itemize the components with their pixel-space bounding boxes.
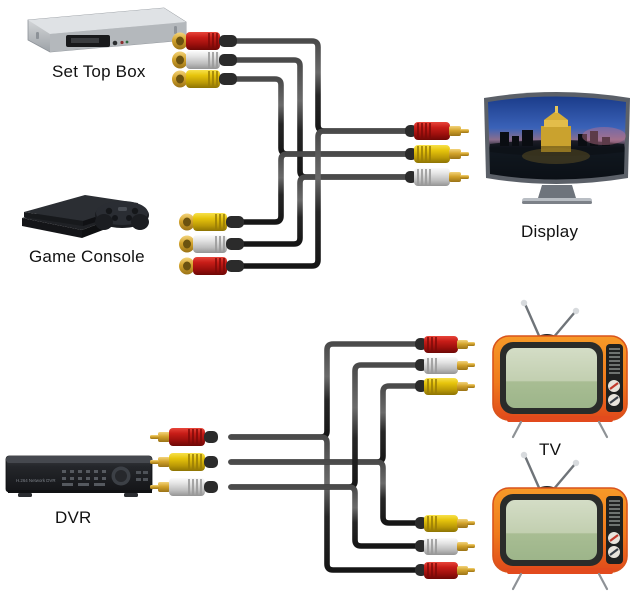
cable-console-yellow: [240, 151, 415, 225]
connector-console-yellow: [179, 213, 244, 231]
cable-dvr-yellow-down: [228, 459, 425, 526]
stb-connectors: [172, 32, 237, 88]
label-tv: TV: [539, 440, 562, 459]
connector-stb-white: [172, 51, 237, 69]
connector-dvr-yellow: [150, 453, 218, 471]
connector-dvr-red: [150, 428, 218, 446]
connector-console-white: [179, 235, 244, 253]
connector-display-red: [405, 122, 469, 140]
label-display: Display: [521, 222, 579, 241]
display-connectors: [405, 122, 469, 186]
connector-display-yellow: [405, 145, 469, 163]
tv-device-top: [492, 299, 628, 439]
cable-console-red: [240, 128, 415, 269]
tv-bottom-connectors: [415, 515, 475, 579]
connector-console-red: [179, 257, 244, 275]
connector-stb-red: [172, 32, 237, 50]
connector-tvtop-white: [415, 357, 475, 374]
console-connectors: [179, 213, 244, 275]
tv-device-bottom: [492, 451, 628, 591]
dvr-device: H.264 Network DVR: [5, 455, 153, 497]
dvr-connectors: [150, 428, 218, 496]
set-top-box-device: [27, 7, 187, 53]
label-dvr: DVR: [55, 508, 92, 527]
connector-tvtop-yellow: [415, 378, 475, 395]
connector-stb-yellow: [172, 70, 237, 88]
label-game-console: Game Console: [29, 247, 145, 266]
label-set-top-box: Set Top Box: [52, 62, 146, 81]
display-device: [484, 92, 630, 204]
svg-text:H.264 Network DVR: H.264 Network DVR: [16, 478, 56, 483]
game-console-device: [22, 195, 149, 238]
connector-display-white: [405, 168, 469, 186]
connector-tvbot-white: [415, 538, 475, 555]
cable-console-white: [240, 174, 415, 247]
cable-dvr-red-down: [228, 434, 425, 573]
connector-dvr-white: [150, 478, 218, 496]
connector-tvbot-yellow: [415, 515, 475, 532]
connector-tvtop-red: [415, 336, 475, 353]
cable-dvr-white-down: [228, 484, 425, 549]
connector-tvbot-red: [415, 562, 475, 579]
tv-top-connectors: [415, 336, 475, 395]
